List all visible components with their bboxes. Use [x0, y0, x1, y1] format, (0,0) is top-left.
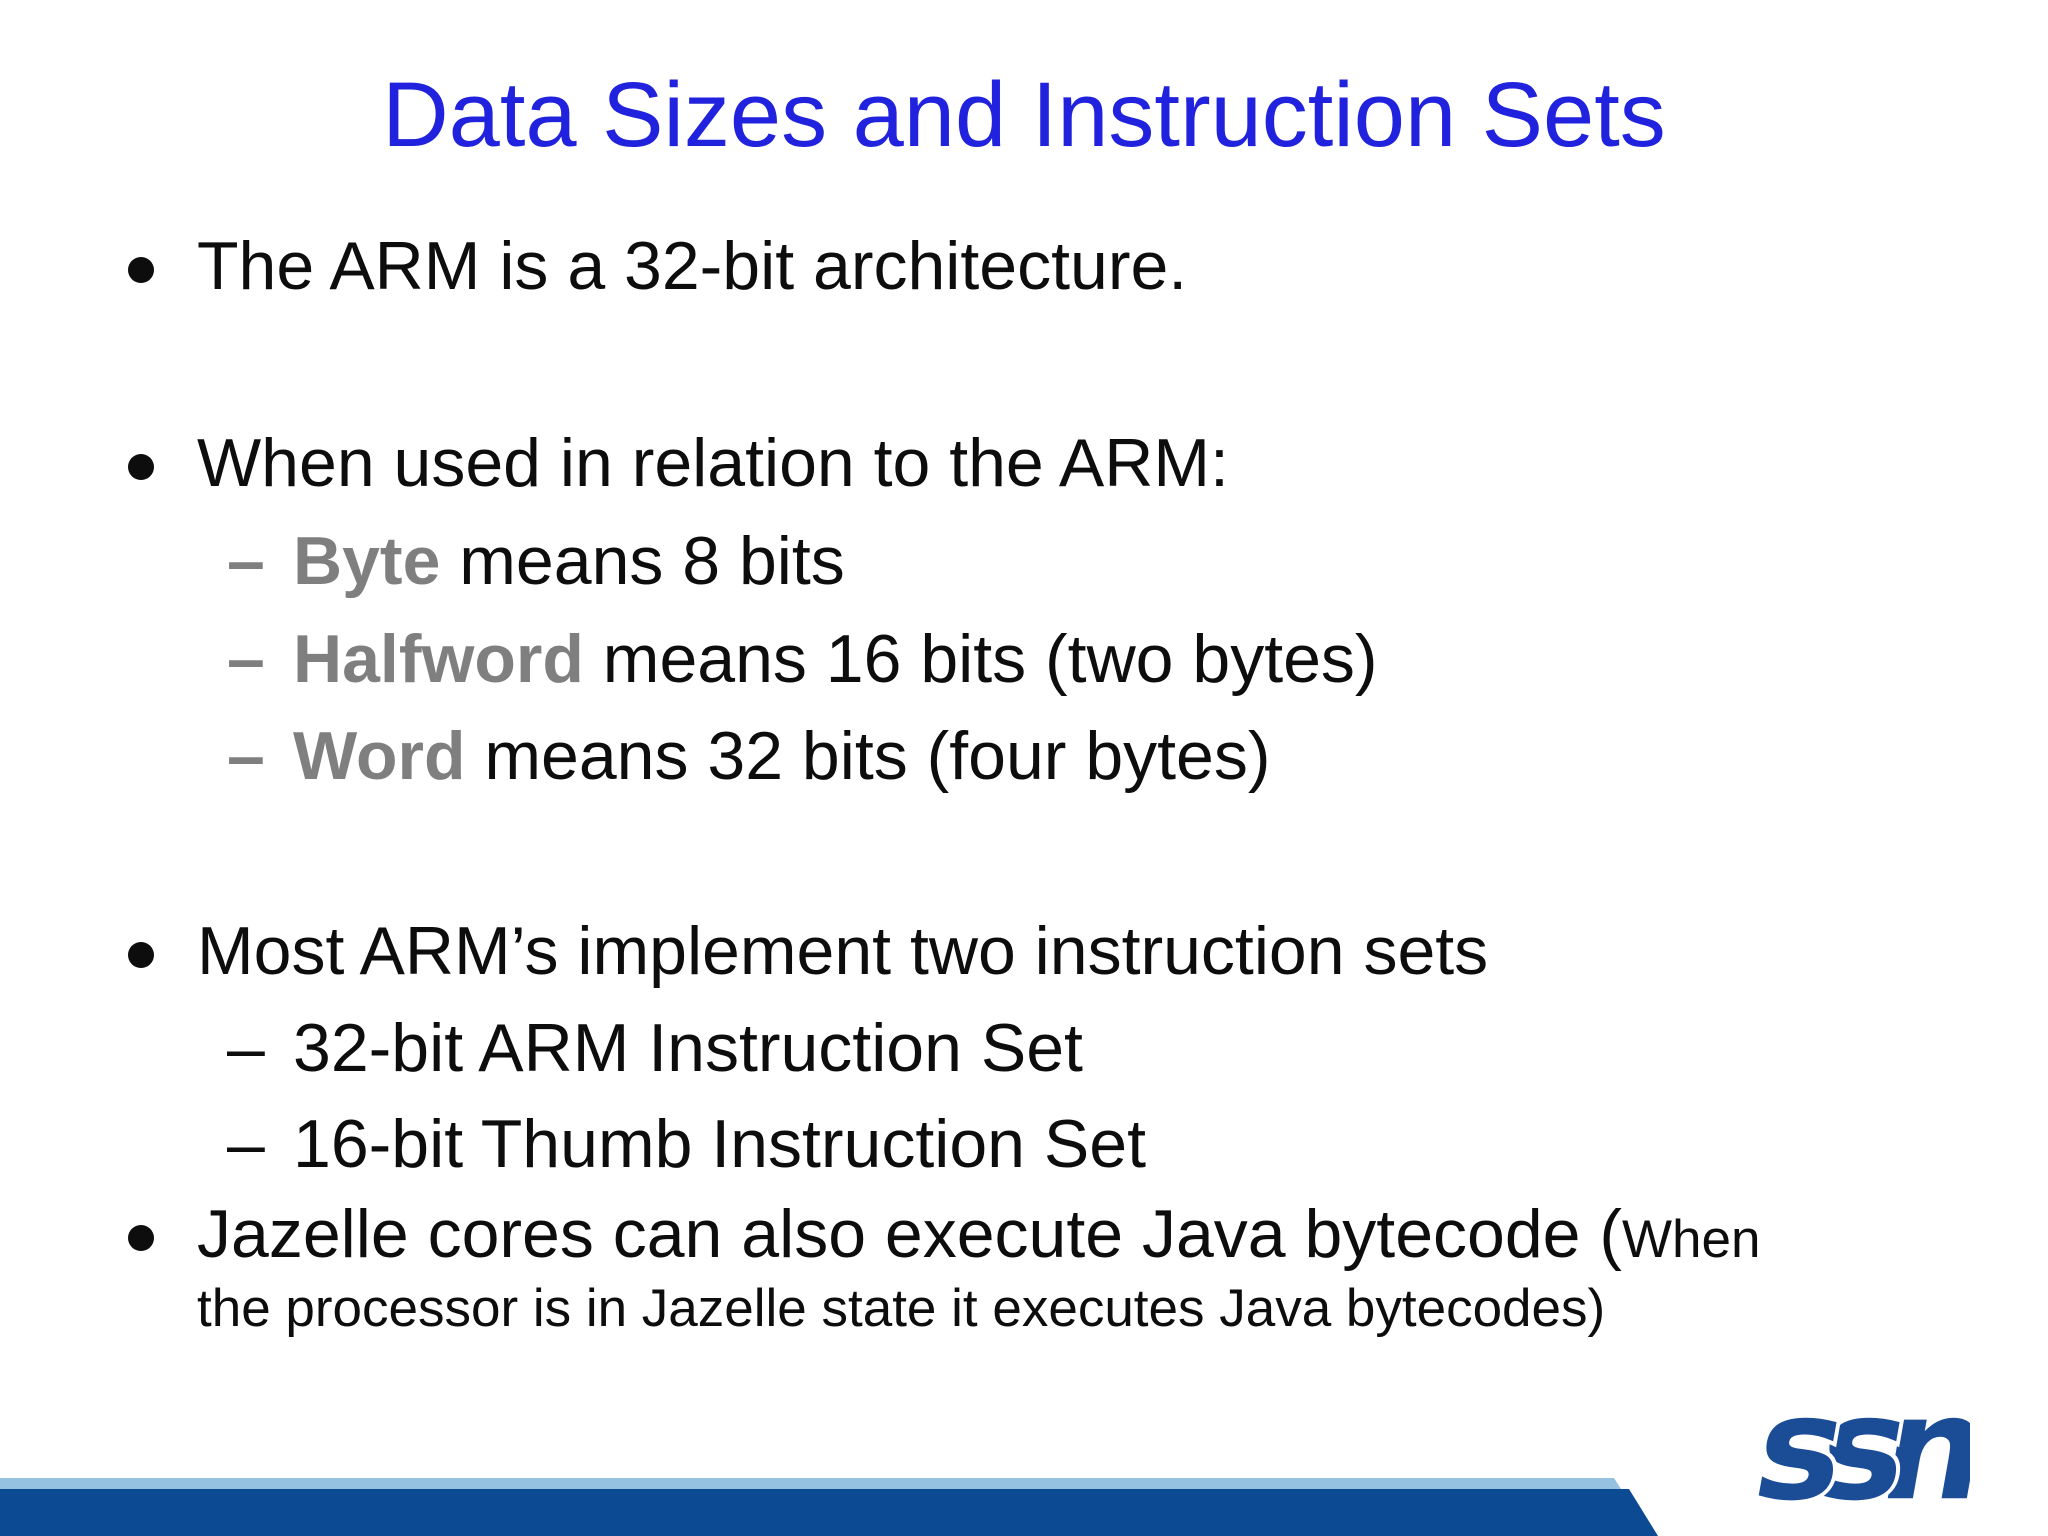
en-dash-icon: –	[227, 621, 265, 697]
sub-bullet-thumb-set: – 16-bit Thumb Instruction Set	[0, 1096, 2048, 1193]
en-dash-icon: –	[227, 1010, 265, 1086]
sub-bullet-word: – Word means 32 bits (four bytes)	[0, 708, 2048, 805]
bullet-item-4: Jazelle cores can also execute Java byte…	[0, 1186, 2048, 1283]
bullet-dot-icon	[128, 454, 154, 480]
bullet-item-4-main: Jazelle cores can also execute Java byte…	[197, 1196, 1623, 1272]
term-halfword: Halfword	[293, 621, 584, 697]
bullet-item-2-text: When used in relation to the ARM:	[197, 425, 1229, 501]
term-halfword-rest: means 16 bits (two bytes)	[583, 621, 1378, 697]
footer-bar-dark	[0, 1489, 1658, 1536]
sub-bullet-arm-set-text: 32-bit ARM Instruction Set	[293, 1010, 1083, 1086]
logo-letter-n: n	[1870, 1412, 1970, 1510]
footer-bar-light-stripe	[0, 1478, 1621, 1489]
bullet-item-2: When used in relation to the ARM:	[0, 415, 2048, 512]
en-dash-icon: –	[227, 523, 265, 599]
sub-bullet-byte: – Byte means 8 bits	[0, 513, 2048, 610]
bullet-item-4-line2-text: the processor is in Jazelle state it exe…	[197, 1279, 1606, 1338]
sub-bullet-arm-set: – 32-bit ARM Instruction Set	[0, 1000, 2048, 1097]
term-byte: Byte	[293, 523, 441, 599]
bullet-item-1: The ARM is a 32-bit architecture.	[0, 218, 2048, 315]
sub-bullet-thumb-set-text: 16-bit Thumb Instruction Set	[293, 1106, 1146, 1182]
sub-bullet-halfword-text: Halfword means 16 bits (two bytes)	[293, 611, 1378, 708]
bullet-item-1-text: The ARM is a 32-bit architecture.	[197, 228, 1188, 304]
term-byte-rest: means 8 bits	[440, 523, 845, 599]
en-dash-icon: –	[227, 1106, 265, 1182]
slide-title: Data Sizes and Instruction Sets	[382, 64, 1666, 166]
sub-bullet-halfword: – Halfword means 16 bits (two bytes)	[0, 611, 2048, 708]
sub-bullet-byte-text: Byte means 8 bits	[293, 513, 845, 610]
bullet-item-4-text: Jazelle cores can also execute Java byte…	[197, 1186, 1760, 1288]
sub-bullet-word-text: Word means 32 bits (four bytes)	[293, 708, 1271, 805]
bullet-dot-icon	[128, 257, 154, 283]
bullet-item-3: Most ARM’s implement two instruction set…	[0, 903, 2048, 1000]
ssn-logo: n s s	[1748, 1412, 1970, 1510]
bullet-item-3-text: Most ARM’s implement two instruction set…	[197, 913, 1489, 989]
bullet-item-4-line2: the processor is in Jazelle state it exe…	[0, 1269, 2048, 1349]
term-word-rest: means 32 bits (four bytes)	[465, 718, 1271, 794]
bullet-dot-icon	[128, 1225, 154, 1251]
bullet-item-4-small: When	[1622, 1210, 1761, 1269]
bullet-dot-icon	[128, 942, 154, 968]
term-word: Word	[293, 718, 466, 794]
en-dash-icon: –	[227, 718, 265, 794]
